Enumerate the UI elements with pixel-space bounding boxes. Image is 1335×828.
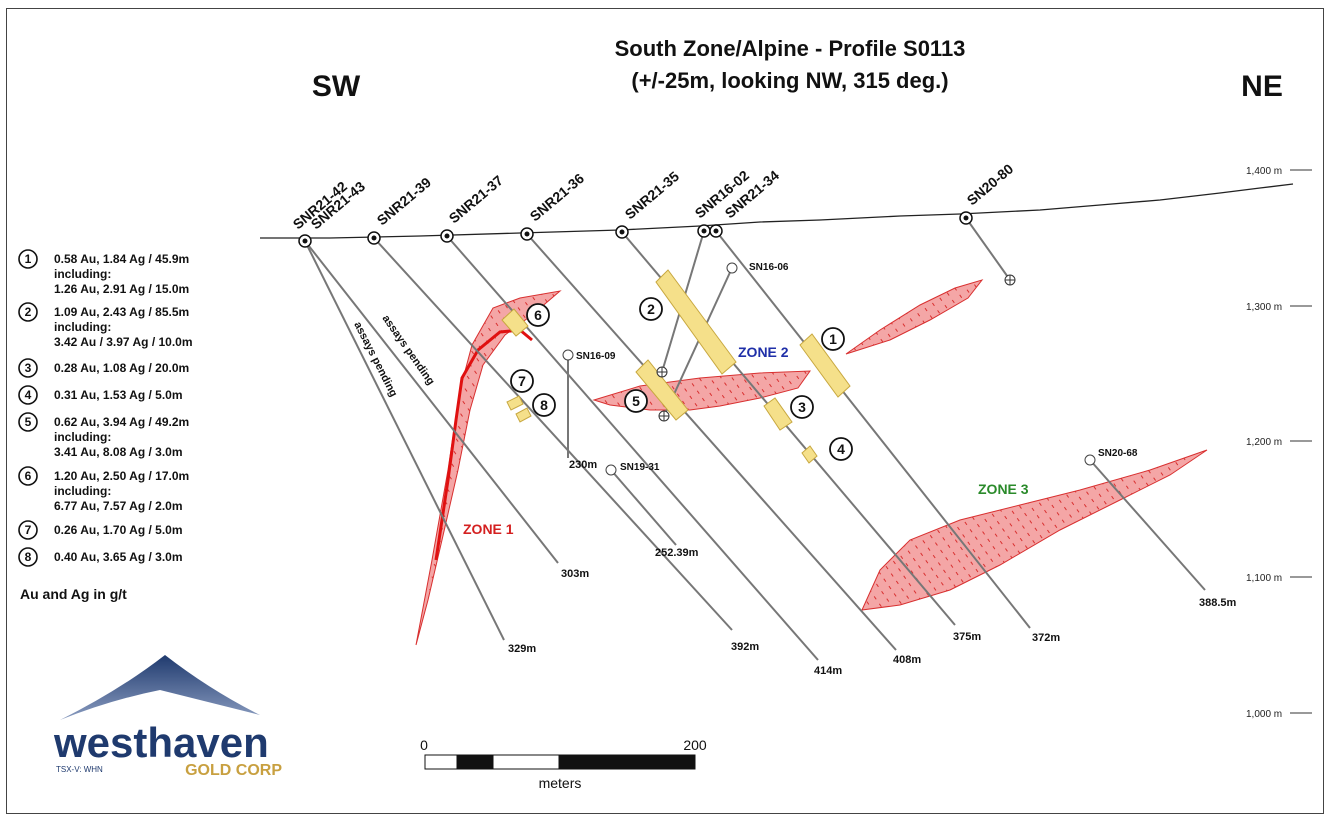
legend-text: 1.20 Au, 2.50 Ag / 17.0m xyxy=(54,469,189,483)
intercept-number: 4 xyxy=(837,441,845,457)
legend-text: 1.26 Au, 2.91 Ag / 15.0m xyxy=(54,282,189,296)
zone-1-label: ZONE 1 xyxy=(463,521,514,537)
elevation-label: 1,100 m xyxy=(1246,573,1282,584)
hole-label: SNR21-37 xyxy=(446,172,507,226)
depth-label: 329m xyxy=(508,643,536,655)
legend-text: including: xyxy=(54,267,111,281)
direction-ne: NE xyxy=(1241,70,1283,103)
intercept-number: 8 xyxy=(540,397,548,413)
legend-text: 3.42 Au / 3.97 Ag / 10.0m xyxy=(54,335,193,349)
scale-bar xyxy=(424,754,696,770)
intercept-2-bar xyxy=(655,269,737,375)
legend-text: 0.31 Au, 1.53 Ag / 5.0m xyxy=(54,388,183,402)
intercept-6-bar xyxy=(501,308,529,337)
zone-1-shape xyxy=(415,290,562,646)
intercept-number: 3 xyxy=(798,399,806,415)
depth-label: 414m xyxy=(814,665,842,677)
hole-label: SN16-09 xyxy=(576,351,616,362)
intercept-7-bar xyxy=(506,395,524,411)
hole-end-markers xyxy=(656,274,1016,422)
legend-number: 5 xyxy=(25,415,32,429)
legend-text: 0.62 Au, 3.94 Ag / 49.2m xyxy=(54,415,189,429)
elevation-scale xyxy=(1290,169,1312,714)
zone-3-label: ZONE 3 xyxy=(978,481,1029,497)
elevation-label: 1,300 m xyxy=(1246,302,1282,313)
depth-label: 372m xyxy=(1032,632,1060,644)
hole-label: SNR21-39 xyxy=(374,174,435,228)
legend-text: including: xyxy=(54,484,111,498)
mountain-icon xyxy=(60,655,260,720)
legend-text: 3.41 Au, 8.08 Ag / 3.0m xyxy=(54,445,183,459)
intercepts xyxy=(501,269,851,464)
logo-subtitle: GOLD CORP xyxy=(185,762,282,779)
intercept-5-bar xyxy=(635,359,689,421)
legend-text: 0.40 Au, 3.65 Ag / 3.0m xyxy=(54,550,183,564)
legend-number: 1 xyxy=(25,252,32,266)
direction-sw: SW xyxy=(312,70,361,103)
depth-label: 392m xyxy=(731,641,759,653)
intercept-number: 6 xyxy=(534,307,542,323)
logo-ticker: TSX-V: WHN xyxy=(56,765,103,774)
legend-text: 1.09 Au, 2.43 Ag / 85.5m xyxy=(54,305,189,319)
intercept-number: 7 xyxy=(518,373,526,389)
depth-label: 388.5m xyxy=(1199,597,1237,609)
legend-text: 0.58 Au, 1.84 Ag / 45.9m xyxy=(54,252,189,266)
units-note: Au and Ag in g/t xyxy=(20,586,127,602)
intercept-number: 1 xyxy=(829,331,837,347)
figure-frame xyxy=(6,8,1324,814)
depth-label: 252.39m xyxy=(655,547,699,559)
westhaven-logo: westhaven GOLD CORP TSX-V: WHN xyxy=(53,655,282,779)
depth-label: 230m xyxy=(569,459,597,471)
legend-text: including: xyxy=(54,320,111,334)
logo-wordmark: westhaven xyxy=(53,719,269,766)
scale-unit-label: meters xyxy=(539,775,582,791)
legend-number: 8 xyxy=(25,550,32,564)
depth-label: 408m xyxy=(893,654,921,666)
legend-number: 7 xyxy=(25,523,32,537)
topography-line xyxy=(260,183,1294,239)
drill-holes xyxy=(304,217,1206,661)
zone-2-label: ZONE 2 xyxy=(738,344,789,360)
title-line-1: South Zone/Alpine - Profile S0113 xyxy=(615,36,966,61)
intercept-callouts xyxy=(510,297,853,461)
hole-label: SN16-06 xyxy=(749,262,789,273)
intercept-4-bar xyxy=(801,445,818,464)
zone-2-upper-shape xyxy=(845,279,984,355)
intercept-number: 5 xyxy=(632,393,640,409)
scale-max-label: 200 xyxy=(683,737,707,753)
hole-label: SNR21-36 xyxy=(527,170,588,224)
intercept-1-bar xyxy=(799,333,851,398)
zone-3-shape xyxy=(861,449,1208,611)
legend-number: 4 xyxy=(25,388,32,402)
elevation-label: 1,000 m xyxy=(1246,709,1282,720)
elevation-label: 1,400 m xyxy=(1246,166,1282,177)
legend-number: 6 xyxy=(25,469,32,483)
legend-text: 0.26 Au, 1.70 Ag / 5.0m xyxy=(54,523,183,537)
intercept-8-bar xyxy=(515,407,532,423)
title-line-2: (+/-25m, looking NW, 315 deg.) xyxy=(631,68,948,93)
hole-label: SN19-31 xyxy=(620,462,660,473)
legend-number: 3 xyxy=(25,361,32,375)
hole-label: SN20-80 xyxy=(964,160,1017,208)
depth-label: 375m xyxy=(953,631,981,643)
legend-text: 6.77 Au, 7.57 Ag / 2.0m xyxy=(54,499,183,513)
legend-text: including: xyxy=(54,430,111,444)
elevation-label: 1,200 m xyxy=(1246,437,1282,448)
intercept-number: 2 xyxy=(647,301,655,317)
hole-label: SNR21-35 xyxy=(622,168,683,222)
projected-collars xyxy=(562,262,1096,476)
depth-label: 303m xyxy=(561,568,589,580)
legend: 1 2 3 4 5 6 7 8 0.58 Au, 1.84 Ag / 45.9m… xyxy=(18,249,193,602)
intercept-3-bar xyxy=(763,397,793,431)
scale-min-label: 0 xyxy=(420,737,428,753)
hole-label: SN20-68 xyxy=(1098,448,1138,459)
legend-number: 2 xyxy=(25,305,32,319)
legend-text: 0.28 Au, 1.08 Ag / 20.0m xyxy=(54,361,189,375)
